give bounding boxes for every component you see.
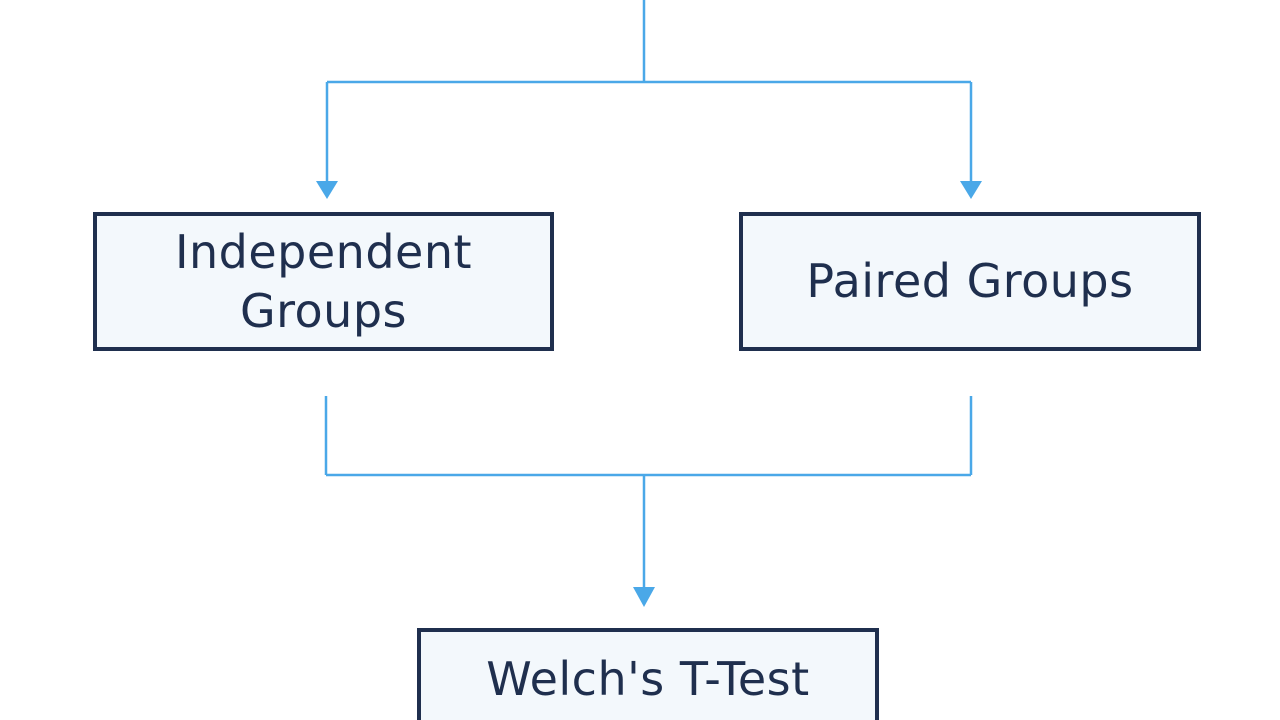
independent-groups-box: Independent Groups bbox=[93, 212, 554, 351]
paired-groups-label: Paired Groups bbox=[806, 254, 1134, 309]
paired-groups-box: Paired Groups bbox=[739, 212, 1201, 351]
independent-groups-label: Independent Groups bbox=[174, 224, 473, 338]
arrowhead-to-independent bbox=[316, 181, 338, 199]
arrowhead-to-paired bbox=[960, 181, 982, 199]
arrowhead-to-welch bbox=[633, 587, 655, 607]
welch-t-test-label: Welch's T-Test bbox=[486, 652, 810, 706]
welch-t-test-box: Welch's T-Test bbox=[417, 628, 879, 720]
